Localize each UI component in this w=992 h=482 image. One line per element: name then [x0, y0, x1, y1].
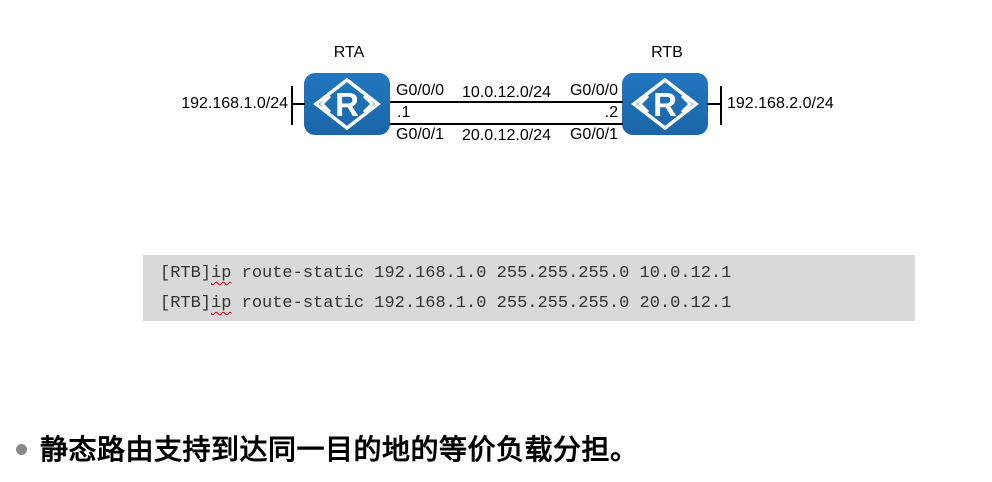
network-topology-diagram: RTA RTB R R	[0, 0, 992, 220]
address-label-left: .1	[397, 104, 411, 121]
interface-label-rta-g000: G0/0/0	[396, 82, 445, 99]
lan-stub-left-bar	[291, 86, 293, 125]
top-link-network-label: 10.0.12.0/24	[462, 84, 551, 101]
router-a-name: RTA	[333, 44, 365, 61]
cli-code-block: [RTB]ip route-static 192.168.1.0 255.255…	[143, 255, 915, 321]
cli-prompt: [RTB]	[160, 264, 212, 283]
router-icon: R	[622, 73, 708, 135]
address-label-right: .2	[604, 104, 618, 121]
link-line-bottom	[390, 123, 623, 125]
lan-stub-left-connector	[293, 103, 305, 105]
right-network-label: 192.168.2.0/24	[727, 95, 834, 112]
bullet-text: 静态路由支持到达同一目的地的等价负载分担。	[40, 434, 639, 465]
bottom-link-network-label: 20.0.12.0/24	[462, 127, 551, 144]
interface-label-rtb-g000: G0/0/0	[569, 82, 618, 99]
cli-command-rest: route-static 192.168.1.0 255.255.255.0 2…	[231, 294, 732, 313]
left-network-label: 192.168.1.0/24	[181, 95, 288, 112]
cli-command-word: ip	[211, 264, 232, 283]
bullet-marker	[16, 444, 27, 455]
router-icon: R	[304, 73, 390, 135]
router-icon-letter: R	[653, 86, 677, 123]
cli-command-line: [RTB]ip route-static 192.168.1.0 255.255…	[160, 289, 915, 319]
router-b-name: RTB	[651, 44, 683, 61]
lan-stub-right-connector	[707, 103, 721, 105]
cli-command-word: ip	[211, 294, 232, 313]
lan-stub-right-bar	[720, 86, 722, 125]
router-icon-letter: R	[335, 86, 359, 123]
cli-prompt: [RTB]	[160, 294, 212, 313]
cli-command-line: [RTB]ip route-static 192.168.1.0 255.255…	[160, 259, 915, 289]
cli-command-rest: route-static 192.168.1.0 255.255.255.0 1…	[231, 264, 732, 283]
interface-label-rta-g001: G0/0/1	[396, 126, 445, 143]
link-line-top	[390, 101, 623, 103]
interface-label-rtb-g001: G0/0/1	[569, 126, 618, 143]
